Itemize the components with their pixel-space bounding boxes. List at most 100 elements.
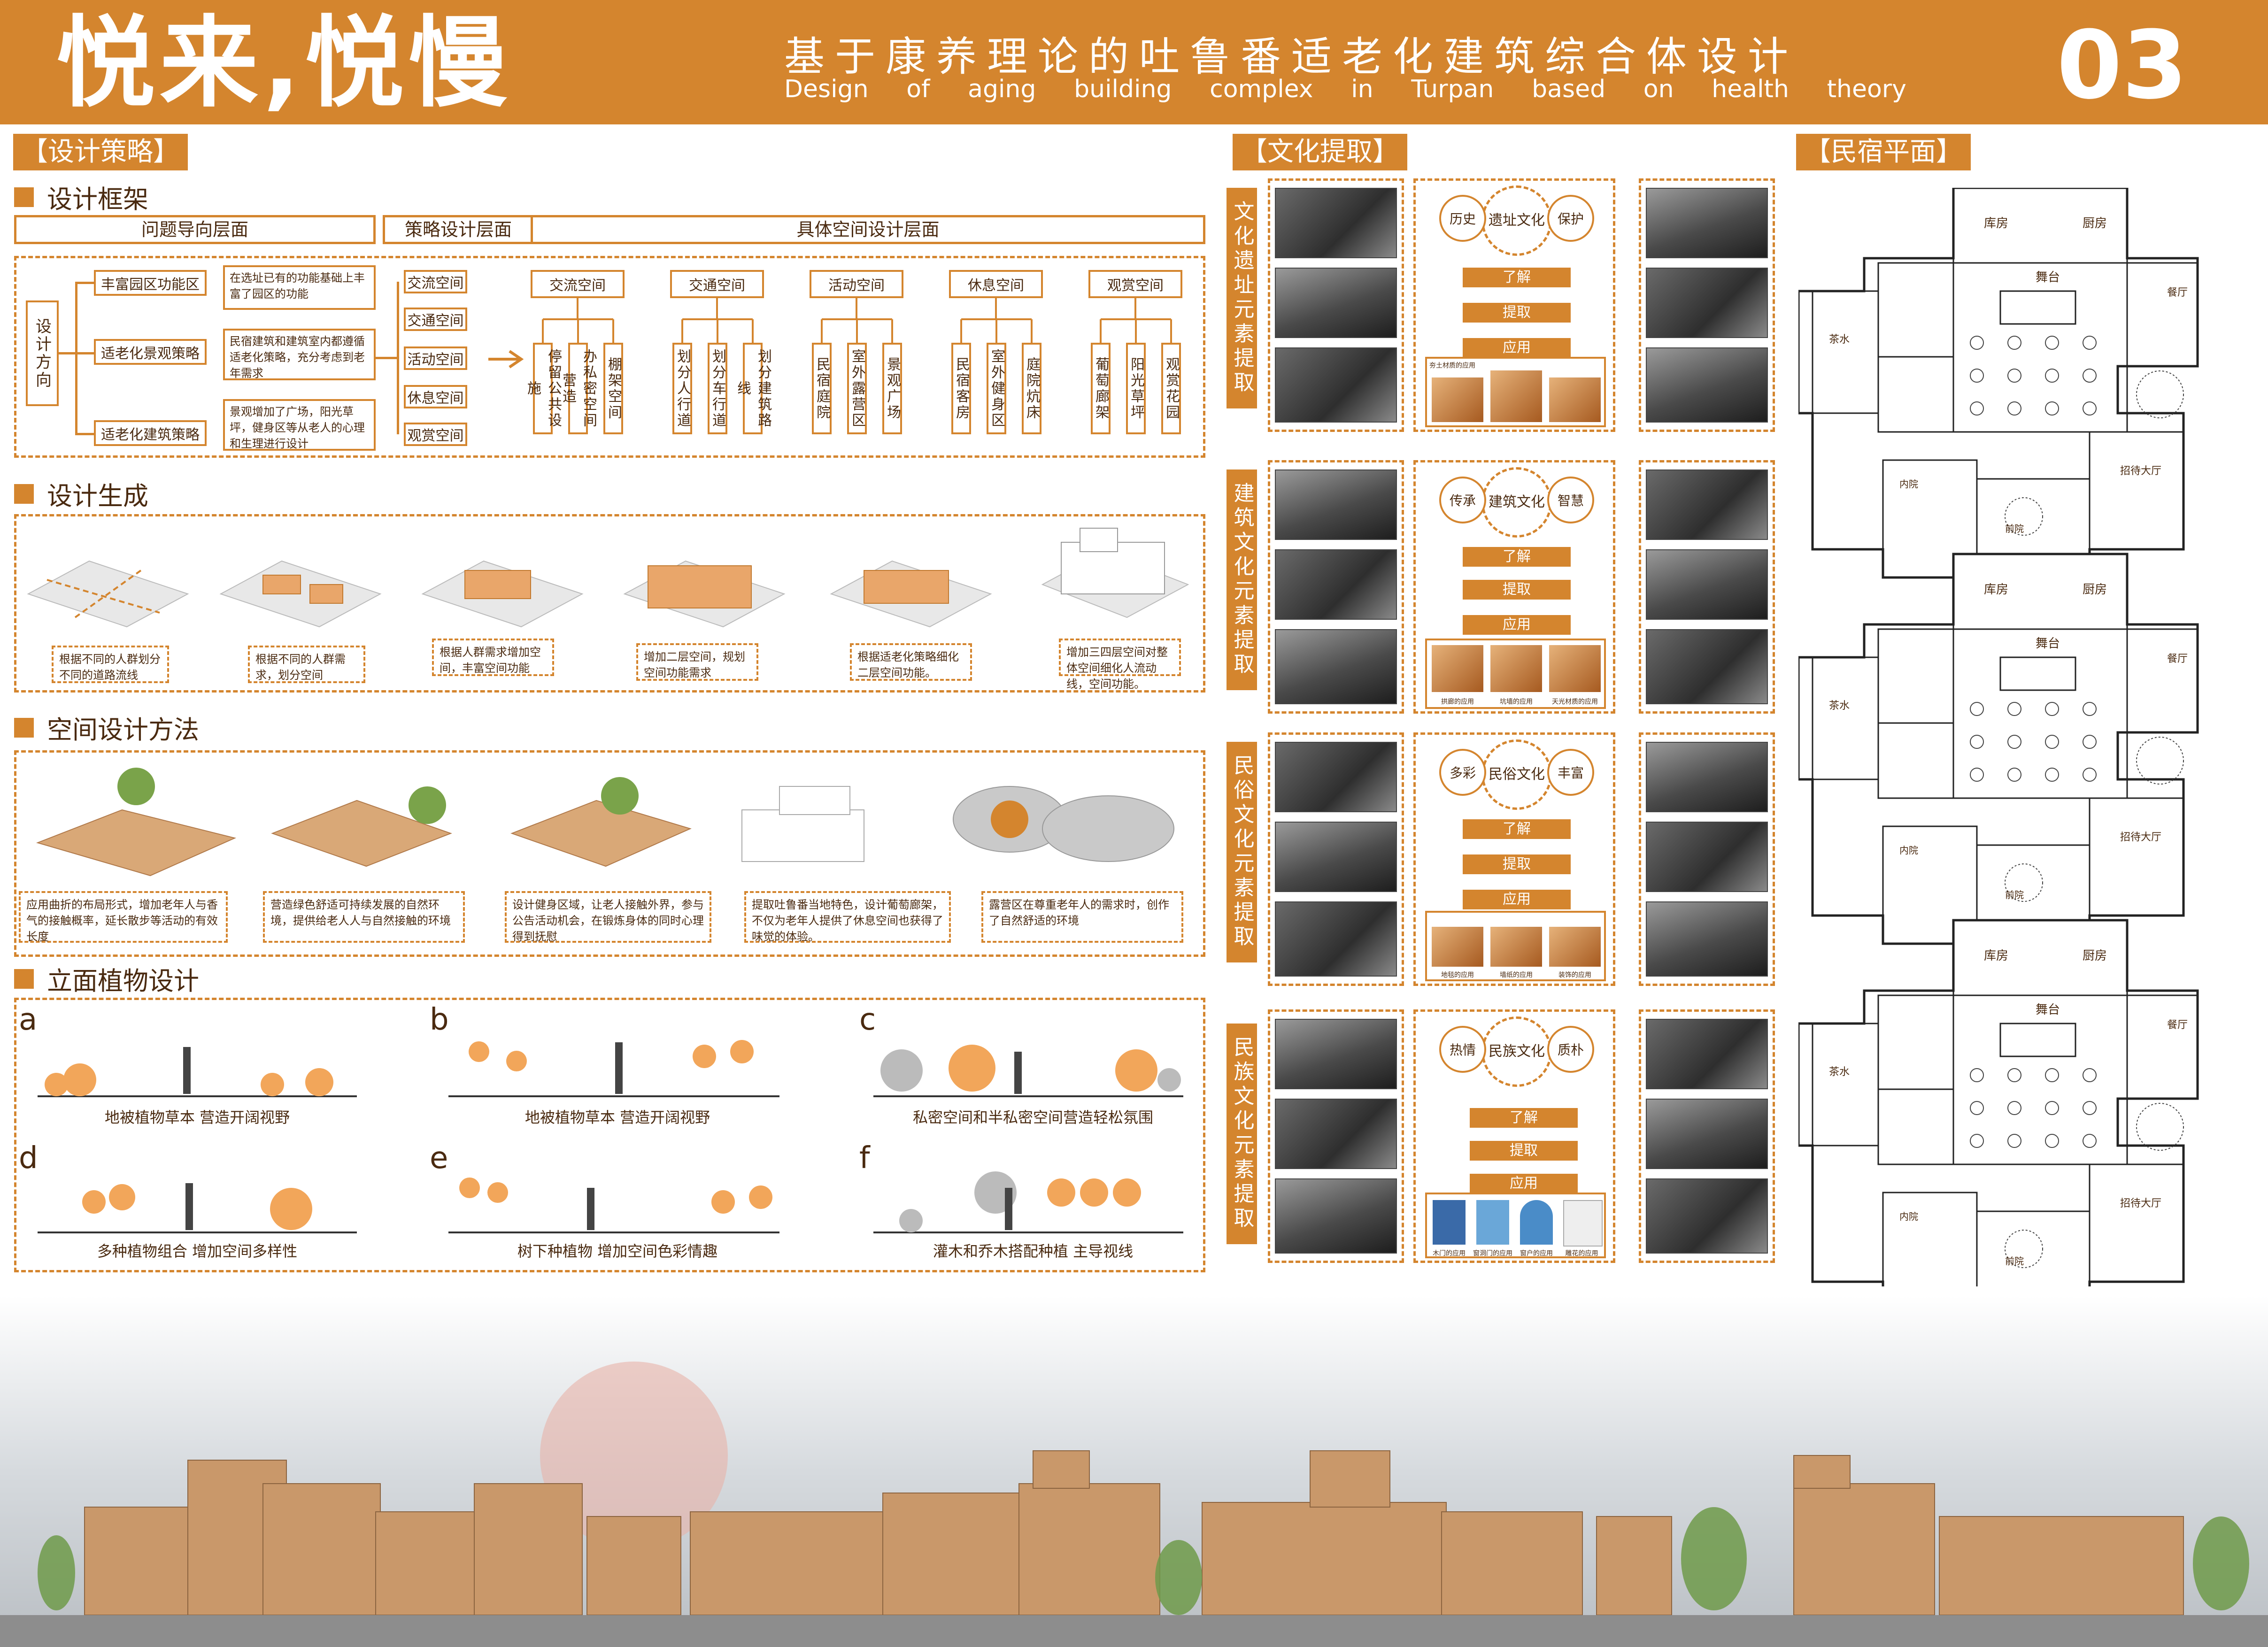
framework-container — [14, 256, 1205, 458]
connector — [75, 433, 94, 435]
root-node: 设计方向 — [26, 300, 59, 406]
application-box: 夯土材质的应用 — [1425, 357, 1606, 427]
plant-caption: 私密空间和半私密空间营造轻松氛围 — [912, 1108, 1153, 1126]
space-node: 观赏空间 — [1088, 270, 1182, 298]
subsection-framework: 设计框架 — [14, 178, 148, 215]
culture-center: 民族文化 — [1481, 1016, 1552, 1087]
app-caption: 窗户的应用 — [1520, 1250, 1553, 1257]
space-item: 阳光草坪 — [1126, 343, 1146, 434]
culture-photo — [1646, 742, 1768, 812]
project-title: 悦来,悦慢 — [56, 6, 512, 121]
connector — [75, 282, 94, 284]
app-caption: 天光材质的应用 — [1552, 698, 1598, 706]
room-label: 厨房 — [2083, 583, 2107, 597]
en-word: in — [1351, 75, 1373, 103]
step-apply: 应用 — [1463, 615, 1571, 635]
culture-left: 多彩 — [1439, 749, 1486, 796]
en-word: Design — [784, 75, 869, 103]
en-word: health — [1712, 75, 1789, 103]
space-item: 划分建筑路线 — [734, 343, 771, 434]
plant-caption: 灌木和乔木搭配种植 主导视线 — [933, 1242, 1134, 1260]
application-box: 拱廊的应用 坑墙的应用 天光材质的应用 — [1425, 639, 1606, 709]
page-number: 03 — [2057, 11, 2188, 120]
subsection-method: 空间设计方法 — [14, 709, 199, 746]
method-caption: 露营区在尊重老年人的需求时，创作了自然舒适的环境 — [981, 891, 1183, 943]
app-thumb — [1490, 645, 1542, 692]
space-item: 民宿庭院 — [812, 343, 832, 434]
culture-right: 保护 — [1547, 195, 1594, 242]
step-apply: 应用 — [1470, 1174, 1578, 1193]
culture-photo — [1275, 901, 1397, 977]
extraction-column — [1413, 178, 1615, 432]
culture-photo — [1275, 1178, 1397, 1254]
connector — [59, 352, 77, 354]
space-columns: 交流空间 停留公共设施 办私密空间营造 棚架空间 交通空间 划分人行道 划分车行… — [525, 270, 1202, 448]
culture-center: 建筑文化 — [1481, 467, 1552, 538]
photo-column — [1268, 460, 1404, 714]
room-label: 茶水 — [1829, 700, 1850, 712]
problem-desc: 民宿建筑和建筑室内都遵循适老化策略，充分考虑到老年需求 — [223, 329, 376, 380]
room-label: 舞台 — [2036, 270, 2060, 285]
culture-photo — [1646, 1019, 1768, 1089]
en-word: Turpan — [1411, 75, 1494, 103]
connector — [75, 282, 77, 434]
app-thumb — [1476, 1200, 1509, 1245]
room-label: 前院 — [2005, 523, 2024, 534]
en-word: based — [1532, 75, 1606, 103]
subsection-generation-label: 设计生成 — [47, 481, 148, 511]
space-item: 室外健身区 — [987, 343, 1006, 434]
culture-photo — [1646, 901, 1768, 977]
room-label: 内院 — [1899, 1211, 1918, 1222]
method-caption: 应用曲折的布局形式，增加老年人与香气的接触概率，延长散步等活动的有效长度 — [19, 891, 228, 943]
plant-caption: 地被植物草本 营造开阔视野 — [104, 1108, 290, 1126]
app-thumb — [1549, 645, 1601, 692]
room-label: 内院 — [1899, 845, 1918, 856]
en-word: building — [1074, 75, 1172, 103]
subtitle-english: Design of aging building complex in Turp… — [784, 75, 1906, 103]
room-label: 内院 — [1899, 478, 1918, 490]
app-thumb — [1433, 1200, 1466, 1245]
strategy-node: 观赏空间 — [404, 423, 467, 446]
app-thumb — [1520, 1200, 1553, 1245]
room-label: 舞台 — [2036, 637, 2060, 651]
space-item: 景观广场 — [882, 343, 902, 434]
culture-photo — [1646, 549, 1768, 620]
plant-letter: c — [859, 1002, 876, 1037]
arrow-right-icon — [488, 350, 524, 369]
space-item: 庭院炕床 — [1022, 343, 1041, 434]
photo-column — [1268, 1009, 1404, 1263]
generation-caption: 增加二层空间，规划空间功能需求 — [636, 643, 758, 681]
room-label: 库房 — [1984, 949, 2009, 963]
app-caption: 木门的应用 — [1433, 1250, 1466, 1257]
step-extract: 提取 — [1463, 580, 1571, 600]
room-label: 前院 — [2005, 1255, 2024, 1267]
app-caption: 雕花的应用 — [1565, 1250, 1598, 1257]
step-extract: 提取 — [1463, 854, 1571, 874]
culture-photo — [1275, 629, 1397, 704]
header-bar — [0, 0, 2268, 124]
room-label: 厨房 — [2083, 216, 2107, 231]
plant-caption: 多种植物组合 增加空间多样性 — [97, 1242, 298, 1260]
space-tree-connectors — [542, 298, 1172, 343]
room-label: 餐厅 — [2167, 287, 2188, 299]
space-item: 棚架空间 — [603, 343, 623, 434]
extraction-column — [1413, 732, 1615, 986]
section-title-culture: 【文化提取】 — [1233, 134, 1407, 170]
culture-left: 热情 — [1439, 1026, 1486, 1073]
room-label: 餐厅 — [2167, 1019, 2188, 1031]
culture-photo — [1646, 1099, 1768, 1169]
room-label: 餐厅 — [2167, 653, 2188, 665]
strategy-node: 活动空间 — [404, 346, 467, 370]
culture-photo — [1646, 469, 1768, 540]
floor-plans — [1798, 188, 2212, 1286]
problem-desc: 在选址已有的功能基础上丰富了园区的功能 — [223, 265, 376, 310]
culture-left: 历史 — [1439, 195, 1486, 242]
app-thumb — [1549, 927, 1601, 967]
subsection-framework-label: 设计框架 — [47, 185, 148, 214]
extraction-column — [1413, 1009, 1615, 1263]
problem-node: 丰富园区功能区 — [94, 270, 207, 296]
culture-photo — [1275, 822, 1397, 892]
strategy-node: 交流空间 — [404, 270, 467, 293]
step-extract: 提取 — [1463, 303, 1571, 323]
layer-problem: 问题导向层面 — [14, 215, 376, 244]
